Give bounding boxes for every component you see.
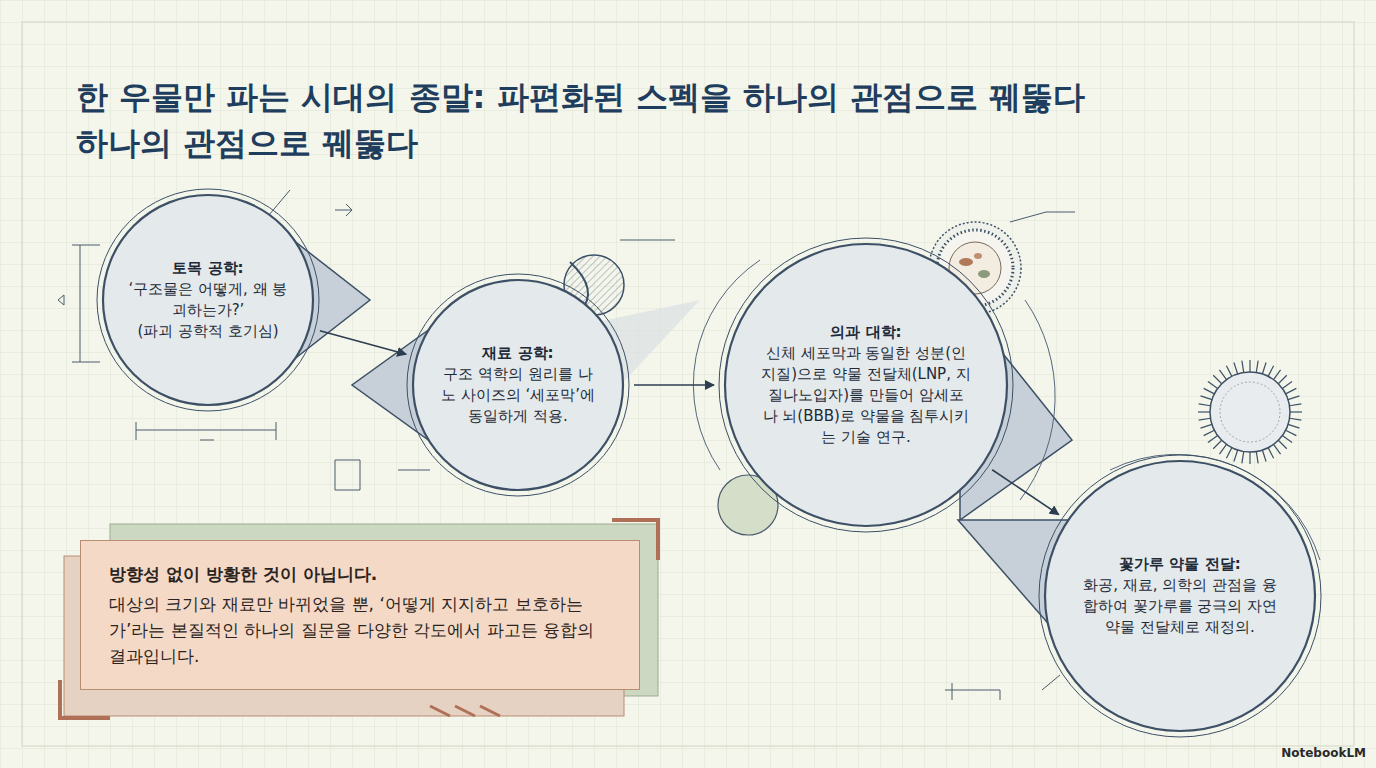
- pollen-spike: [1274, 370, 1281, 380]
- orbit-arc: [1020, 300, 1055, 500]
- node-body: 신체 세포막과 동일한 성분(인지질)으로 약물 전달체(LNP, 지질나노입자…: [761, 343, 971, 448]
- pollen-spike: [1268, 448, 1273, 459]
- pollen-spike: [1290, 411, 1302, 412]
- text-holder: 방향성 없이 방황한 것이 아닙니다. 대상의 크기와 재료만 바뀌었을 뿐, ‘…: [109, 561, 611, 669]
- pollen-spike: [1242, 452, 1244, 464]
- pollen-spike: [1290, 418, 1302, 420]
- pollen-spike: [1282, 381, 1292, 388]
- node-heading: 의과 대학:: [761, 322, 971, 343]
- dimension-lines: [58, 190, 1075, 700]
- pollen-spike: [1286, 430, 1297, 435]
- pollen-spike: [1268, 366, 1273, 377]
- concept-circle: 토목 공학:‘구조물은 어떻게, 왜 붕괴하는가?’(파괴 공학적 호기심): [96, 188, 320, 412]
- circle-outline: [1038, 454, 1322, 738]
- pollen-spike: [1198, 411, 1210, 412]
- node-body: ‘구조물은 어떻게, 왜 붕괴하는가?’: [128, 279, 287, 321]
- pollen-grain: [1198, 360, 1302, 464]
- node-heading: 방향성 없이 방황한 것이 아닙니다.: [109, 561, 611, 587]
- text-holder: 의과 대학:신체 세포막과 동일한 성분(인지질)으로 약물 전달체(LNP, …: [761, 322, 971, 448]
- pollen-spike: [1208, 381, 1218, 388]
- pollen-spike: [1278, 375, 1286, 383]
- pollen-spike: [1282, 436, 1292, 443]
- concept-circle: 의과 대학:신체 세포막과 동일한 성분(인지질)으로 약물 전달체(LNP, …: [718, 237, 1014, 533]
- node-heading: 토목 공학:: [128, 258, 287, 279]
- pollen-spike: [1201, 396, 1212, 400]
- title: 한 우물만 파는 시대의 종말: 파편화된 스펙을 하나의 관점으로 꿰뚫다 하…: [76, 74, 1093, 166]
- outer-ring: [407, 274, 629, 496]
- node-body: 화공, 재료, 의학의 관점을 융합하여 꽃가루를 궁극의 자연 약물 전달체로…: [1079, 575, 1281, 638]
- circle-outline: [406, 273, 630, 497]
- flow-arrow: [320, 331, 406, 355]
- pollen-spike: [1226, 366, 1231, 377]
- flow-arrow: [992, 470, 1059, 515]
- pollen-spike: [1290, 404, 1302, 406]
- pollen-spike: [1204, 388, 1215, 393]
- node-heading: 꽃가루 약물 전달:: [1079, 554, 1281, 575]
- node-body: 대상의 크기와 재료만 바뀌었을 뿐, ‘어떻게 지지하고 보호하는가’라는 본…: [109, 591, 611, 669]
- concept-circle: 꽃가루 약물 전달:화공, 재료, 의학의 관점을 융합하여 꽃가루를 궁극의 …: [1038, 454, 1322, 738]
- pollen-spike: [1219, 370, 1226, 380]
- concept-circle: 재료 공학:구조 역학의 원리를 나노 사이즈의 ‘세포막’에 동일하게 적용.: [406, 273, 630, 497]
- pollen-spike: [1242, 361, 1244, 373]
- pollen-spike: [1274, 444, 1281, 454]
- pollen-spike: [1249, 360, 1250, 372]
- pollen-spike: [1199, 404, 1211, 406]
- pollen-spike: [1262, 450, 1266, 461]
- pollen-spike: [1204, 430, 1215, 435]
- pollen-spike: [1288, 424, 1299, 428]
- node-heading: 재료 공학:: [438, 343, 597, 364]
- pollen-spike: [1219, 444, 1226, 454]
- outer-ring: [1039, 455, 1321, 737]
- pollen-spike: [1234, 450, 1238, 461]
- pollen-spike: [1256, 361, 1258, 373]
- pollen-spike: [1213, 375, 1221, 383]
- flow-arrow: [634, 384, 714, 386]
- outer-ring: [719, 238, 1013, 532]
- summary-box: 방향성 없이 방황한 것이 아닙니다. 대상의 크기와 재료만 바뀌었을 뿐, ‘…: [80, 540, 640, 690]
- circle-outline: [96, 188, 320, 412]
- pollen-spike: [1234, 363, 1238, 374]
- outer-ring: [97, 189, 319, 411]
- page-frame: [22, 22, 1354, 746]
- pollen-spike: [1286, 388, 1297, 393]
- text-holder: 꽃가루 약물 전달:화공, 재료, 의학의 관점을 융합하여 꽃가루를 궁극의 …: [1079, 554, 1281, 638]
- pollen-spike: [1199, 418, 1211, 420]
- circle-disc: [1045, 461, 1315, 731]
- text-holder: 토목 공학:‘구조물은 어떻게, 왜 붕괴하는가?’(파괴 공학적 호기심): [128, 258, 287, 342]
- pollen-spike: [1278, 440, 1286, 448]
- node-body: 구조 역학의 원리를 나노 사이즈의 ‘세포막’에 동일하게 적용.: [438, 364, 597, 427]
- pollen-spike: [1256, 452, 1258, 464]
- pollen-spike: [1201, 424, 1212, 428]
- circle-disc: [725, 244, 1007, 526]
- circle-disc: [103, 195, 313, 405]
- pollen-spike: [1213, 440, 1221, 448]
- pollen-spike: [1249, 452, 1250, 464]
- circle-outline: [718, 237, 1014, 533]
- node-body: (파괴 공학적 호기심): [128, 321, 287, 342]
- pollen-spike: [1208, 436, 1218, 443]
- pollen-spike: [1226, 448, 1231, 459]
- pollen-spike: [1262, 363, 1266, 374]
- frame-corner: [430, 706, 500, 716]
- watermark: NotebookLM: [1281, 746, 1366, 760]
- pollen-spike: [1288, 396, 1299, 400]
- text-holder: 재료 공학:구조 역학의 원리를 나노 사이즈의 ‘세포막’에 동일하게 적용.: [438, 343, 597, 427]
- circle-disc: [413, 280, 623, 490]
